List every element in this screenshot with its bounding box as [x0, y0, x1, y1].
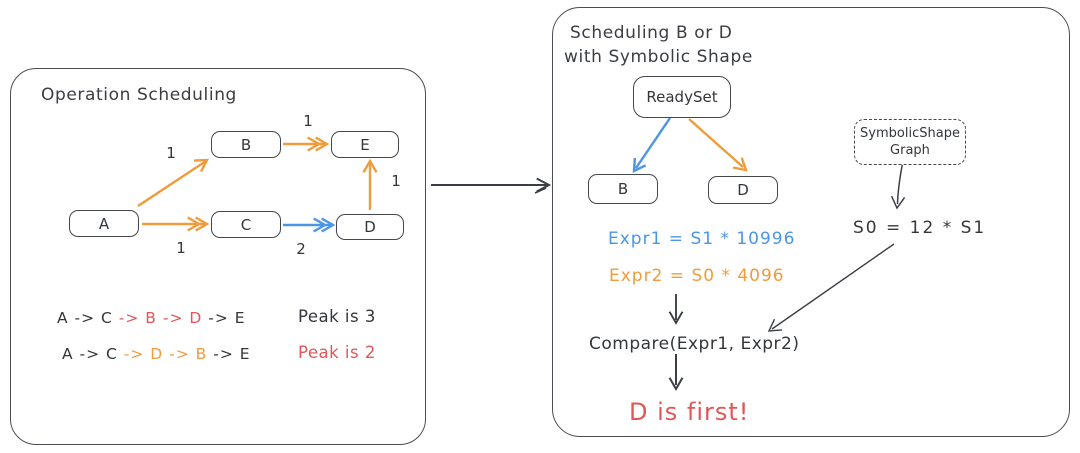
operation-scheduling-panel: Operation Scheduling [10, 68, 426, 445]
node-readyset: ReadySet [633, 76, 731, 118]
seq1-prefix: A -> C [57, 309, 119, 327]
expr1-equation: Expr1 = S1 * 10996 [608, 229, 796, 249]
left-graph-edges [137, 136, 378, 233]
peak-label-1: Peak is 3 [298, 307, 376, 326]
node-d: D [336, 214, 404, 240]
right-graph-edges [632, 117, 906, 392]
seq1-suffix: -> E [202, 309, 246, 327]
edge-label-a-c: 1 [176, 239, 186, 257]
edge-a-to-c [142, 216, 210, 232]
seq2-prefix: A -> C [62, 345, 124, 363]
seq2-highlight: -> D -> B [123, 345, 208, 363]
seq2-suffix: -> E [207, 345, 251, 363]
peak-label-2: Peak is 2 [298, 343, 376, 362]
edge-label-d-e: 1 [391, 172, 401, 190]
edge-label-a-b: 1 [166, 144, 176, 162]
result-label: D is first! [629, 398, 750, 426]
arrow-s0-to-compare [767, 243, 895, 332]
schedule-sequence-2: A -> C -> D -> B -> E [62, 345, 251, 363]
symbolic-shape-panel: Scheduling B or D with Symbolic Shape [552, 7, 1070, 437]
node-b-right: B [588, 174, 658, 204]
s0-equation: S0 = 12 * S1 [853, 218, 987, 238]
node-e: E [331, 131, 399, 158]
edge-d-to-e [362, 158, 378, 210]
edge-readyset-to-d [688, 118, 748, 172]
symbolic-shape-graph-box: SymbolicShape Graph [854, 119, 966, 165]
right-panel-title-line1: Scheduling B or D [570, 23, 733, 43]
schedule-sequence-1: A -> C -> B -> D -> E [57, 309, 246, 327]
node-b: B [211, 131, 281, 158]
edge-c-to-d [283, 217, 336, 233]
symbolic-box-line1: SymbolicShape [860, 126, 960, 141]
arrow-symbolicgraph-to-s0 [890, 160, 906, 210]
node-c: C [211, 211, 281, 238]
edge-label-b-e: 1 [303, 112, 313, 130]
left-panel-title: Operation Scheduling [41, 85, 237, 105]
edge-label-c-d: 2 [296, 240, 306, 258]
node-a: A [69, 210, 139, 237]
expr2-equation: Expr2 = S0 * 4096 [609, 266, 785, 286]
right-panel-title-line2: with Symbolic Shape [564, 47, 753, 67]
compare-label: Compare(Expr1, Expr2) [589, 334, 800, 354]
edge-b-to-e [283, 136, 330, 152]
seq1-highlight: -> B -> D [118, 309, 203, 327]
edge-readyset-to-b [632, 117, 671, 173]
edge-a-to-b [137, 158, 210, 208]
arrow-exprs-to-compare [668, 294, 684, 325]
node-d-right: D [708, 176, 778, 204]
symbolic-box-line2: Graph [890, 143, 930, 158]
arrow-compare-to-result [668, 354, 684, 392]
